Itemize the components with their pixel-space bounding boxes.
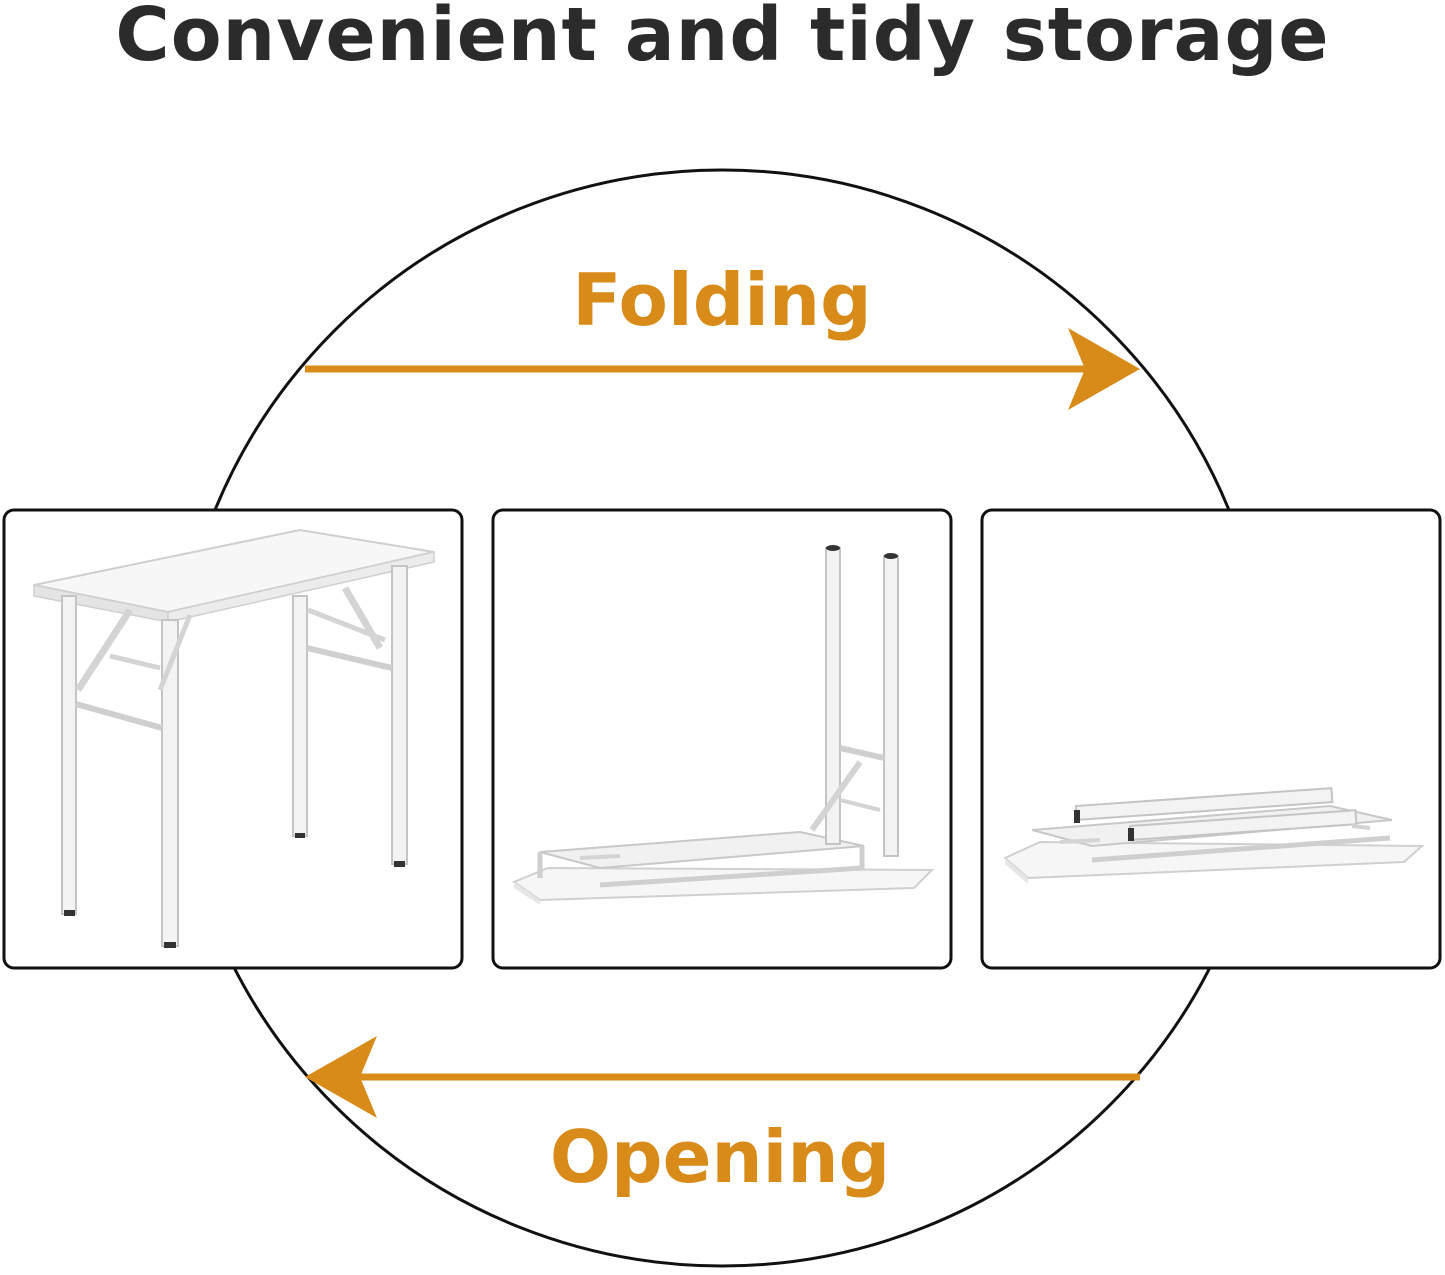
page-title: Convenient and tidy storage: [115, 0, 1330, 78]
panel-half-folded-table: [491, 508, 953, 970]
opening-label: Opening: [550, 1115, 890, 1199]
panel-folded-table: [980, 508, 1442, 970]
panel-open-table: [2, 508, 464, 970]
open-table-icon: [33, 528, 435, 948]
half-folded-table-icon: [511, 545, 935, 905]
folded-table-icon: [1003, 787, 1425, 884]
folding-label: Folding: [572, 258, 871, 342]
folding-arrow-icon: [305, 328, 1140, 410]
opening-arrow-icon: [305, 1036, 1140, 1118]
